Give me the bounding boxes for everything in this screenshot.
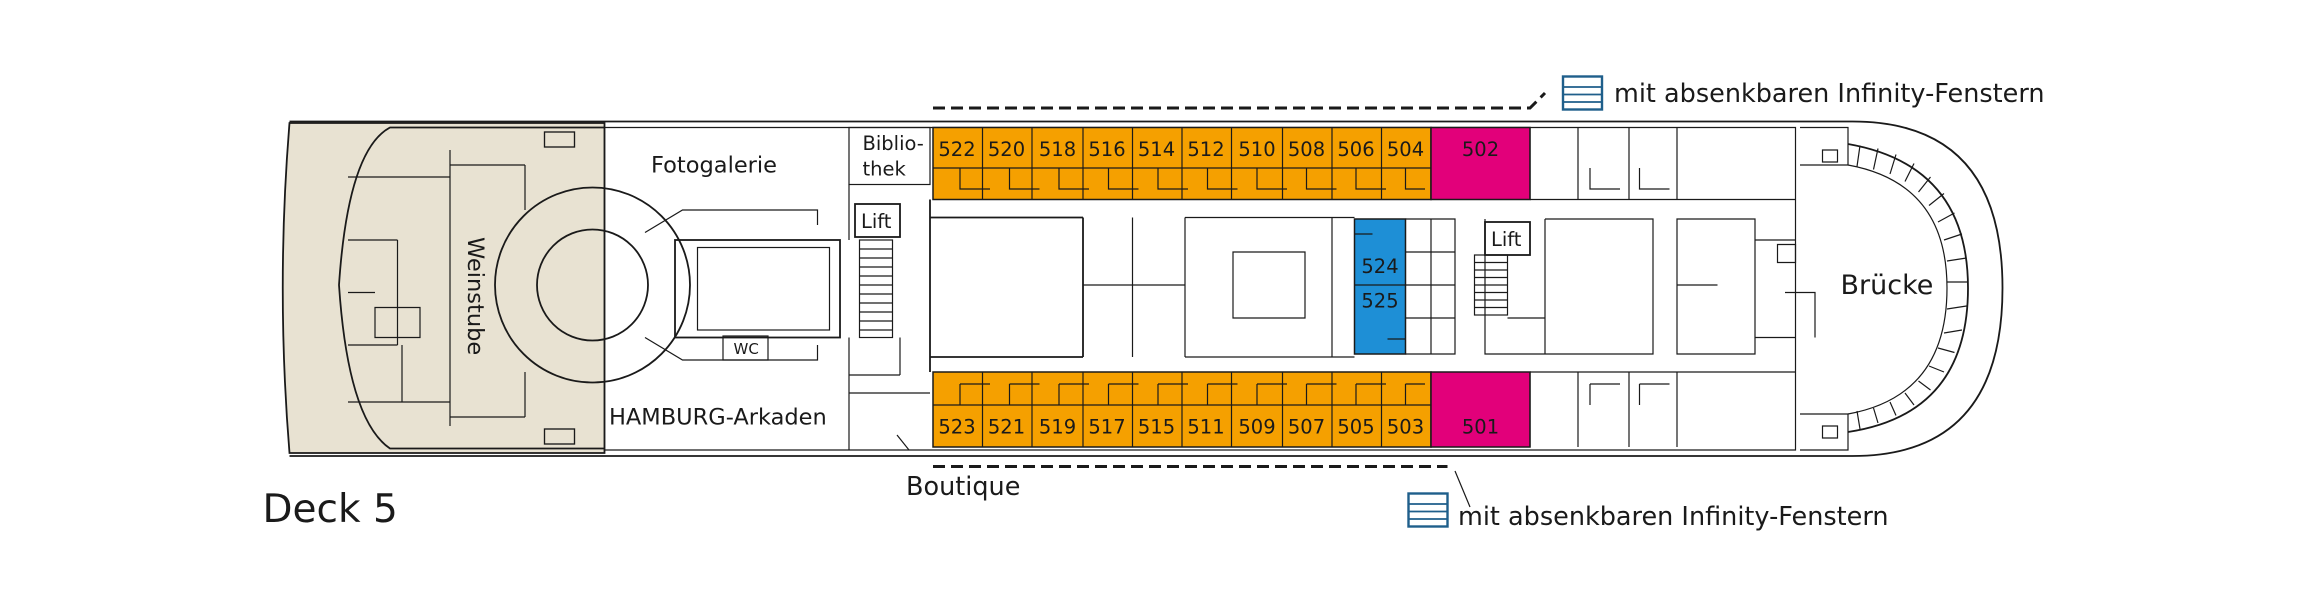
infinity-window-icon-bottom: [1407, 492, 1449, 528]
aft-deck-inner-wall: [338, 126, 605, 450]
legend-text-top: mit absenkbaren Infinity-Fenstern: [1614, 79, 2045, 109]
bridge-curve-inner: [1847, 164, 1948, 415]
vent-grille-bottom: [543, 428, 576, 445]
corridor-walls: [929, 199, 1084, 372]
cabin-505[interactable]: 505: [1337, 416, 1374, 439]
cabin-row-bottom: 523 521 519 517 515 511 509 507 505 503 …: [932, 371, 1531, 448]
room-hamburg-arkaden[interactable]: HAMBURG-Arkaden: [609, 405, 827, 431]
cabin-506[interactable]: 506: [1337, 138, 1374, 161]
room-lift-fwd[interactable]: Lift: [1491, 228, 1522, 251]
cabin-524[interactable]: 524: [1361, 255, 1398, 278]
bridge-curve-outer: [1847, 143, 1969, 433]
bridge-side-rooms: [1800, 126, 1849, 451]
boutique-leader: [896, 434, 910, 451]
cabin-514[interactable]: 514: [1138, 138, 1175, 161]
legend-text-bottom: mit absenkbaren Infinity-Fenstern: [1458, 502, 1889, 532]
room-bruecke[interactable]: Brücke: [1841, 270, 1934, 301]
cabin-504[interactable]: 504: [1387, 138, 1424, 161]
fwd-cabins: [1529, 127, 1796, 447]
cabin-507[interactable]: 507: [1288, 416, 1325, 439]
aft-rooms: [348, 150, 451, 426]
lift-aft-box: [854, 203, 901, 238]
room-bibliothek-line2[interactable]: thek: [863, 158, 907, 181]
cabin-509[interactable]: 509: [1238, 416, 1275, 439]
infinity-window-icon-top: [1561, 75, 1604, 111]
mid-rooms: [1083, 216, 1355, 358]
cabin-512[interactable]: 512: [1187, 138, 1224, 161]
fwd-core-walls: [1484, 218, 1654, 355]
room-weinstube[interactable]: Weinstube: [462, 237, 488, 355]
cabin-511[interactable]: 511: [1187, 416, 1224, 439]
aft-open-deck: [281, 122, 606, 454]
atrium-inner: [536, 228, 649, 342]
bridge-windows: [1856, 145, 1968, 430]
hull-outline: [289, 120, 2004, 457]
cabin-521[interactable]: 521: [988, 416, 1025, 439]
cabin-516[interactable]: 516: [1088, 138, 1125, 161]
cabin-503[interactable]: 503: [1387, 416, 1424, 439]
wc-room: [722, 335, 769, 361]
cabin-502[interactable]: 502: [1462, 138, 1499, 161]
cabin-blue-block: 524 525: [1353, 218, 1407, 355]
fwd-staircase: [1473, 254, 1509, 316]
room-wc[interactable]: WC: [734, 340, 759, 358]
cabin-502-fill: [1430, 126, 1531, 201]
aft-central-block: [674, 239, 841, 339]
room-bibliothek-line1[interactable]: Biblio-: [863, 132, 924, 155]
cabin-510[interactable]: 510: [1238, 138, 1275, 161]
cabin-525[interactable]: 525: [1361, 290, 1398, 313]
bibliothek-room: [848, 126, 931, 186]
cabin-508[interactable]: 508: [1288, 138, 1325, 161]
deck-title: Deck 5: [263, 487, 398, 532]
cabin-520[interactable]: 520: [988, 138, 1025, 161]
cabin-501-fill: [1430, 371, 1531, 448]
room-boutique[interactable]: Boutique: [906, 472, 1020, 502]
cabin-518[interactable]: 518: [1039, 138, 1076, 161]
blue-adjacent-rooms: [1405, 218, 1456, 355]
aft-staircase: [858, 239, 894, 339]
aft-central-inner: [696, 246, 831, 331]
cabin-519[interactable]: 519: [1039, 416, 1076, 439]
cabin-523[interactable]: 523: [938, 416, 975, 439]
fwd-rooms-right: [1676, 218, 1816, 355]
cabin-515[interactable]: 515: [1138, 416, 1175, 439]
weinstube-walls: [450, 164, 526, 418]
legend-leader-bottom: [1454, 470, 1471, 508]
cabin-501[interactable]: 501: [1462, 416, 1499, 439]
cabin-522[interactable]: 522: [938, 138, 975, 161]
room-fotogalerie[interactable]: Fotogalerie: [651, 153, 777, 179]
cabin-row-top: 522 520 518 516 514 512 510 508 506 504 …: [932, 126, 1531, 201]
aft-corridor-walls: [848, 184, 930, 450]
room-lift-aft[interactable]: Lift: [861, 210, 892, 233]
infinity-window-dash-top: [933, 91, 1547, 110]
cabin-517[interactable]: 517: [1088, 416, 1125, 439]
vent-grille-top: [543, 131, 576, 148]
atrium-outer: [494, 186, 691, 384]
